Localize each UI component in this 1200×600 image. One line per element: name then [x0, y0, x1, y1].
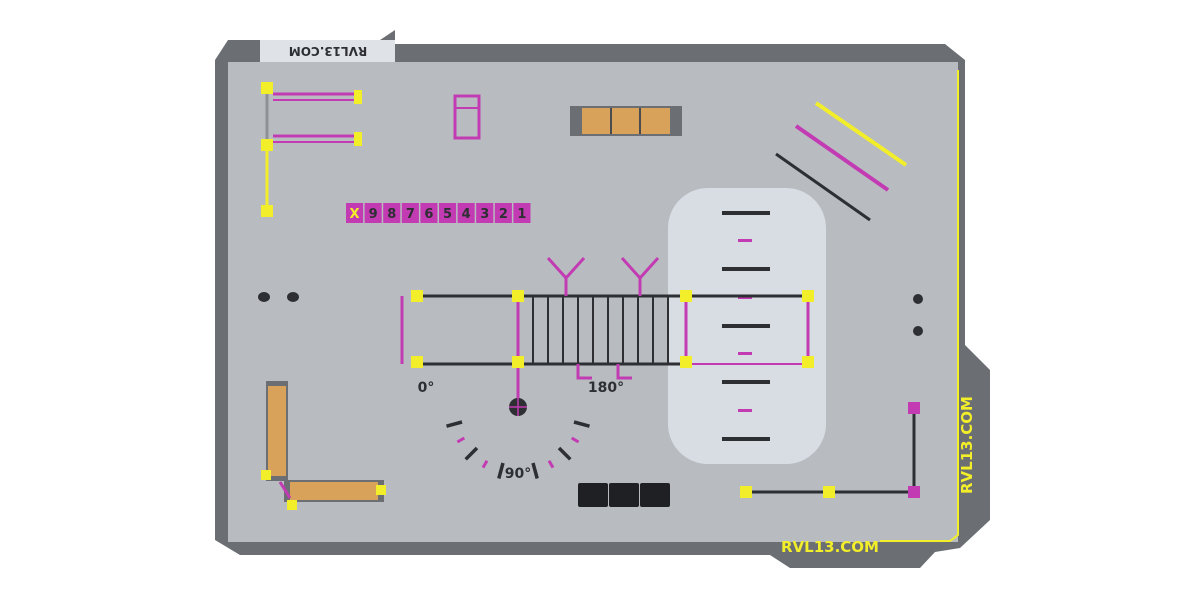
post-base	[261, 82, 273, 94]
diagonal-bars	[775, 101, 908, 222]
number-cell-label: 6	[424, 207, 433, 222]
hook-attachment	[620, 256, 660, 296]
dial-tick	[557, 446, 572, 461]
dial-tick	[464, 446, 479, 461]
number-cell-label: 7	[406, 207, 415, 222]
number-cell	[513, 203, 531, 223]
sprint-line	[722, 211, 770, 215]
post-base	[908, 486, 920, 498]
ring-anchor	[287, 292, 299, 302]
number-cell	[439, 203, 457, 223]
number-cell-label: X	[350, 207, 360, 222]
post-base	[908, 402, 920, 414]
bar-end	[354, 132, 362, 146]
bench-horizontal-slats	[290, 482, 378, 500]
post-base	[287, 500, 297, 510]
bench-l-shape	[261, 381, 386, 510]
angle-dial: 0° 90° 180°	[418, 380, 624, 482]
bench-top	[570, 106, 682, 136]
post-base	[261, 470, 271, 480]
number-cell	[457, 203, 475, 223]
sprint-tick	[738, 239, 752, 242]
dial-label-0: 0°	[418, 380, 435, 396]
dial-tick	[570, 436, 580, 444]
pullup-station-topleft	[261, 82, 362, 217]
dial-tick	[446, 420, 463, 428]
plyo-box	[640, 483, 670, 507]
top-logo-tab	[260, 40, 395, 62]
dial-tick	[547, 459, 555, 469]
top-logo: RVL13.COM	[289, 44, 367, 58]
sprint-line	[722, 380, 770, 384]
dial-label-180: 180°	[588, 380, 624, 396]
bar-magenta	[794, 124, 890, 192]
number-cell-label: 2	[499, 207, 508, 222]
number-cell	[401, 203, 419, 223]
number-cell-label: 1	[517, 207, 526, 222]
post-base	[261, 205, 273, 217]
bar-yellow	[814, 101, 908, 167]
plyo-box	[609, 483, 639, 507]
sprint-tick	[738, 409, 752, 412]
number-cell-label: 3	[480, 207, 489, 222]
number-cell	[494, 203, 512, 223]
post-base	[261, 139, 273, 151]
ring-anchor	[913, 294, 923, 304]
pullup-station-bottomright	[740, 402, 920, 498]
dial-tick	[531, 462, 539, 479]
dial-label-90: 90°	[505, 466, 531, 482]
sprint-line	[722, 267, 770, 271]
post-base	[740, 486, 752, 498]
ring-anchors-left	[258, 292, 299, 302]
ring-anchor	[258, 292, 270, 302]
bar-end	[354, 90, 362, 104]
post-base	[512, 356, 524, 368]
post-base	[376, 485, 386, 495]
post-base	[680, 356, 692, 368]
number-cell-label: 9	[369, 207, 378, 222]
number-cell-label: 8	[387, 207, 396, 222]
sprint-line	[722, 437, 770, 441]
bench-magenta-rail	[278, 481, 292, 499]
dial-tick	[573, 420, 590, 428]
number-cell	[383, 203, 401, 223]
dial-tick	[456, 436, 466, 444]
bench-vertical-slats	[268, 386, 286, 476]
dip-frame	[453, 94, 481, 140]
sprint-tick	[738, 352, 752, 355]
bar-dark	[775, 152, 871, 222]
dip-station	[453, 94, 481, 140]
bottom-logo: RVL13.COM	[781, 538, 879, 556]
monkey-bar-rungs	[532, 296, 669, 364]
post-base	[823, 486, 835, 498]
post-base	[411, 356, 423, 368]
sprint-line	[722, 324, 770, 328]
number-cell-label: 5	[443, 207, 452, 222]
bench-slats	[582, 108, 670, 134]
ring-anchors-right	[913, 294, 923, 336]
dial-tick	[481, 459, 489, 469]
number-cell-label: 4	[462, 207, 471, 222]
plyo-box	[578, 483, 608, 507]
right-logo: RVL13.COM	[958, 396, 976, 494]
number-cell	[364, 203, 382, 223]
post-base	[411, 290, 423, 302]
hook-attachment	[546, 256, 586, 296]
dial-tick	[497, 462, 505, 479]
main-rig	[400, 256, 814, 400]
number-cell	[420, 203, 438, 223]
floor-border-accent	[880, 70, 959, 542]
number-cell	[346, 203, 364, 223]
post-base	[680, 290, 692, 302]
post-base	[802, 356, 814, 368]
handle-attachment	[576, 364, 632, 380]
post-base	[802, 290, 814, 302]
post-base	[512, 290, 524, 302]
ring-anchor	[913, 326, 923, 336]
number-cell	[476, 203, 494, 223]
plyo-boxes	[578, 483, 670, 507]
